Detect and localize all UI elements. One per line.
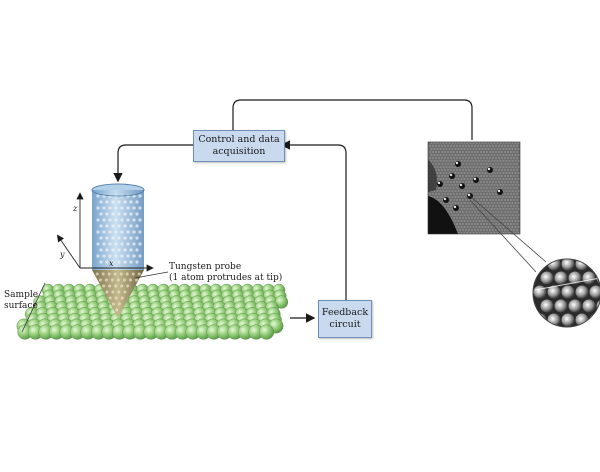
wire-feedback-to-control (283, 145, 346, 300)
control-box-line2: acquisition (198, 146, 279, 158)
stm-scan-image (428, 142, 520, 234)
probe-label-line1: Tungsten probe (169, 262, 282, 273)
control-and-data-acquisition-box: Control and data acquisition (193, 130, 285, 162)
magnified-atoms-circle (533, 258, 600, 328)
sample-surface-label: Sample surface (4, 290, 38, 312)
wire-control-to-probe (118, 145, 193, 180)
z-axis-label: z (73, 204, 77, 213)
sample-surface-atoms (17, 284, 288, 339)
sample-label-line2: surface (4, 301, 38, 312)
feedback-box-line1: Feedback (322, 307, 368, 319)
control-box-line1: Control and data (198, 134, 279, 146)
feedback-circuit-box: Feedback circuit (318, 300, 372, 338)
y-axis-label: y (60, 250, 65, 259)
x-axis-label: x (109, 259, 114, 268)
sample-label-line1: Sample (4, 290, 38, 301)
probe-label-line2: (1 atom protrudes at tip) (169, 273, 282, 284)
feedback-box-line2: circuit (322, 319, 368, 331)
tungsten-probe-label: Tungsten probe (1 atom protrudes at tip) (169, 262, 282, 284)
